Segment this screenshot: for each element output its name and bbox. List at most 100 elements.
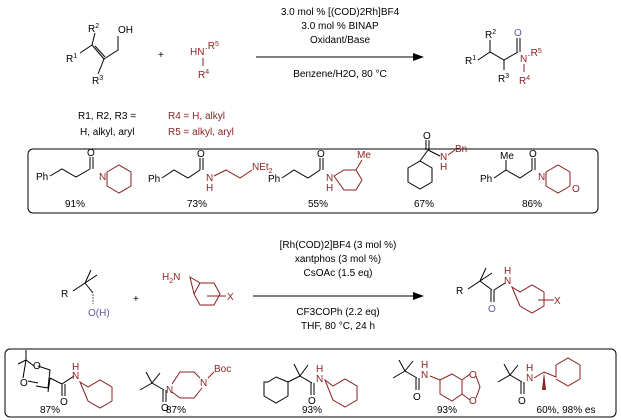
svg-text:R4: R4 xyxy=(198,69,209,81)
svg-text:N: N xyxy=(326,173,333,184)
svg-text:N: N xyxy=(421,370,428,381)
svg-text:OH: OH xyxy=(118,25,133,36)
svg-text:N: N xyxy=(538,172,545,183)
svg-text:O: O xyxy=(317,149,325,160)
r1-subst-left-1: R1, R2, R3 = xyxy=(78,111,136,122)
svg-text:H: H xyxy=(440,162,447,173)
r1-cond-below: Benzene/H2O, 80 °C xyxy=(293,69,387,80)
svg-text:H: H xyxy=(316,364,323,375)
svg-text:N·R5: N·R5 xyxy=(520,48,542,65)
plus-sign: + xyxy=(158,50,164,61)
compound-2-3: O N H xyxy=(263,363,358,408)
yield-2-5: 60%, 98% es xyxy=(537,405,596,416)
yield-2-1: 87% xyxy=(40,405,60,416)
substrate-box-2 xyxy=(4,348,617,418)
compound-2-2: O N N Boc xyxy=(139,364,231,414)
svg-text:O: O xyxy=(423,131,431,142)
r1-subst-right-2: R5 = alkyl, aryl xyxy=(168,127,234,138)
r2-cond-5: THF, 80 °C, 24 h xyxy=(301,321,375,332)
r2-cond-2: xantphos (3 mol %) xyxy=(295,254,381,265)
svg-text:O: O xyxy=(161,403,169,414)
yield-1-3: 55% xyxy=(308,199,328,210)
svg-text:N: N xyxy=(206,173,213,184)
r1-cond-1: 3.0 mol % [(COD)2Rh]BF4 xyxy=(281,7,400,18)
svg-text:R4: R4 xyxy=(519,75,530,87)
svg-text:R: R xyxy=(61,289,68,300)
svg-text:R2: R2 xyxy=(88,23,99,35)
svg-text:Ph: Ph xyxy=(268,174,280,185)
compound-1-5: Ph Me O N O xyxy=(480,149,580,195)
yield-1-1: 91% xyxy=(65,199,85,210)
yield-1-2: 73% xyxy=(187,199,207,210)
svg-text:H: H xyxy=(526,363,533,374)
yield-1-4: 67% xyxy=(414,199,434,210)
svg-text:Ph: Ph xyxy=(148,174,160,185)
svg-text:Ph: Ph xyxy=(36,172,48,183)
allylic-alcohol: R2 OH R1 R3 xyxy=(66,23,133,87)
svg-text:Boc: Boc xyxy=(214,364,231,375)
svg-text:O: O xyxy=(469,396,477,407)
compound-1-4: O N H Bn xyxy=(407,131,467,190)
yield-1-5: 86% xyxy=(522,199,542,210)
svg-text:H: H xyxy=(326,183,333,194)
yield-2-2: 87% xyxy=(166,405,186,416)
r1-cond-2: 3.0 mol % BINAP xyxy=(301,21,379,32)
svg-text:HN·R5: HN·R5 xyxy=(190,41,219,58)
svg-text:O: O xyxy=(469,370,477,381)
aniline: H2N X xyxy=(162,272,234,306)
svg-text:O: O xyxy=(197,149,205,160)
svg-text:O: O xyxy=(518,396,526,407)
aldehyde-alcohol: R O(H) xyxy=(61,269,110,319)
yield-2-3: 93% xyxy=(302,405,322,416)
svg-text:Bn: Bn xyxy=(455,144,467,155)
compound-1-2: Ph O N H NEt2 xyxy=(148,149,273,194)
svg-text:Me: Me xyxy=(357,150,371,161)
svg-text:N: N xyxy=(504,276,511,287)
svg-text:Ph: Ph xyxy=(480,174,492,185)
svg-text:NEt2: NEt2 xyxy=(252,162,273,175)
svg-text:H: H xyxy=(206,183,213,194)
svg-text:H2N: H2N xyxy=(162,272,180,285)
svg-text:N: N xyxy=(526,373,533,384)
svg-text:R3: R3 xyxy=(92,75,103,87)
compound-2-1: O O O N H xyxy=(17,350,113,409)
compound-1-3: Ph O N H Me xyxy=(268,149,371,194)
amide-product-2: R O N H X xyxy=(456,266,561,315)
svg-text:R1: R1 xyxy=(465,55,476,67)
svg-text:N: N xyxy=(99,172,106,183)
substrate-box-1 xyxy=(27,148,599,214)
svg-text:O: O xyxy=(87,148,95,159)
svg-text:O: O xyxy=(308,396,316,407)
svg-text:H: H xyxy=(421,360,428,371)
r1-subst-left-2: H, alkyl, aryl xyxy=(80,127,134,138)
svg-text:O: O xyxy=(413,392,421,403)
svg-text:X: X xyxy=(554,296,561,307)
svg-text:N: N xyxy=(316,374,323,385)
svg-text:O: O xyxy=(20,378,28,389)
svg-text:N: N xyxy=(166,385,173,396)
svg-text:Me: Me xyxy=(500,151,514,162)
svg-text:R: R xyxy=(456,286,463,297)
svg-text:O: O xyxy=(488,304,496,315)
plus-sign-2: + xyxy=(133,294,139,305)
svg-text:R1: R1 xyxy=(66,53,77,65)
r2-cond-4: CF3COPh (2.2 eq) xyxy=(296,307,379,318)
compound-2-5: O N H xyxy=(497,357,581,407)
r2-cond-3: CsOAc (1.5 eq) xyxy=(304,268,373,279)
amide-product-1: O R1 R2 R3 N·R5 R4 xyxy=(465,28,542,87)
r1-subst-right-1: R4 = H, alkyl xyxy=(168,111,225,122)
svg-text:N: N xyxy=(72,371,79,382)
compound-1-1: Ph O N xyxy=(36,148,132,194)
svg-text:O(H): O(H) xyxy=(88,308,110,319)
compound-2-4: O N H O O xyxy=(392,359,481,407)
svg-text:O: O xyxy=(33,361,41,372)
svg-text:N: N xyxy=(440,152,447,163)
svg-text:O: O xyxy=(529,149,537,160)
svg-text:H: H xyxy=(504,266,511,277)
svg-text:H: H xyxy=(72,362,79,373)
svg-text:O: O xyxy=(572,184,580,195)
svg-text:R2: R2 xyxy=(485,29,496,41)
r1-cond-3: Oxidant/Base xyxy=(310,35,370,46)
